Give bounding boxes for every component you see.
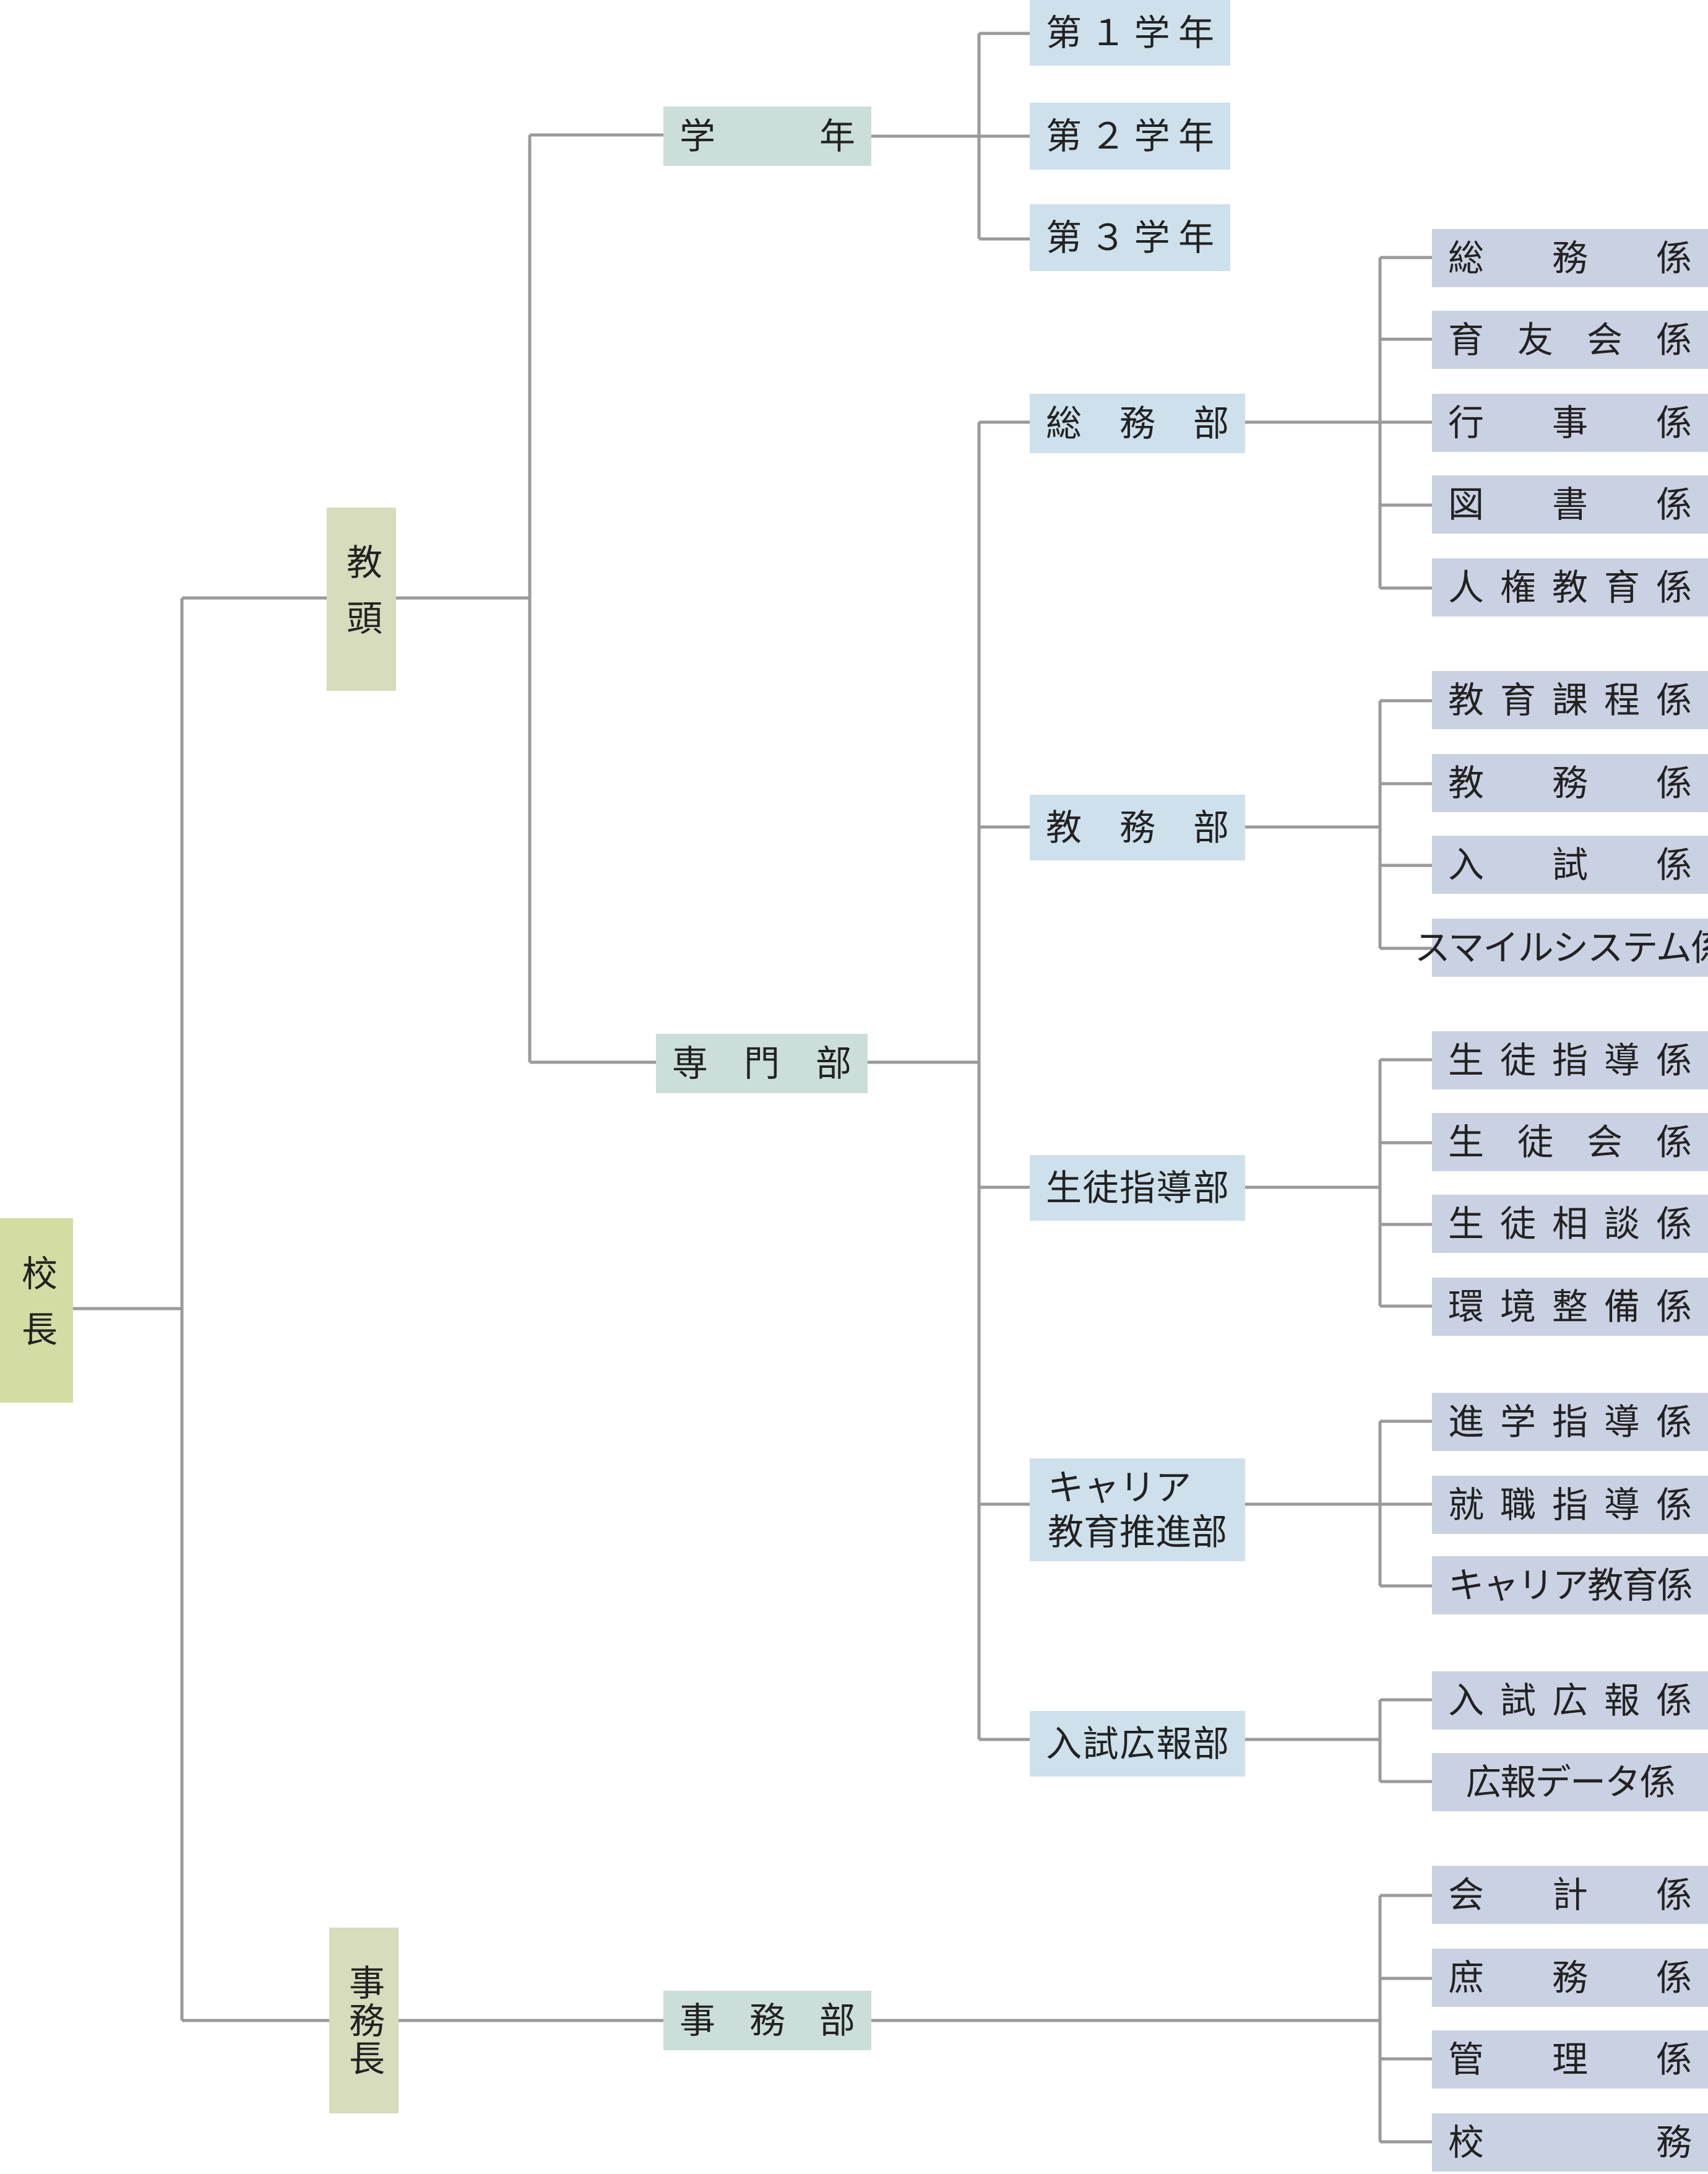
dept-general-affairs-box: 総務部 xyxy=(1030,394,1245,453)
section-label: 生徒会係 xyxy=(1448,1121,1692,1163)
grade-1-box: 第１学年 xyxy=(1030,0,1230,66)
dept-student-guidance-box: 生徒指導部 xyxy=(1030,1155,1245,1221)
section-box: 行事係 xyxy=(1432,394,1708,452)
dept-student-guidance-label: 生徒指導部 xyxy=(1046,1167,1229,1209)
section-label: 図書係 xyxy=(1448,483,1692,526)
office-section-box: 庶務係 xyxy=(1432,1949,1708,2007)
section-box: 就職指導係 xyxy=(1432,1476,1708,1534)
vice-principal-box: 教頭 xyxy=(327,508,396,691)
specialist-box: 専門部 xyxy=(656,1034,868,1093)
office-chief-label: 事務長 xyxy=(343,1964,385,2077)
section-label: 教務係 xyxy=(1448,762,1692,804)
office-section-label: 管理係 xyxy=(1448,2038,1692,2081)
section-box: 入試広報係 xyxy=(1432,1671,1708,1730)
office-section-label: 校務 xyxy=(1448,2121,1692,2163)
section-box: 生徒会係 xyxy=(1432,1113,1708,1171)
section-box: キャリア教育係 xyxy=(1432,1556,1708,1614)
office-section-box: 管理係 xyxy=(1432,2030,1708,2089)
dept-academic-affairs-box: 教務部 xyxy=(1030,795,1245,860)
office-dept-box: 事務部 xyxy=(663,1991,871,2050)
section-label: 行事係 xyxy=(1448,402,1692,444)
office-section-box: 校務 xyxy=(1432,2113,1708,2172)
section-label: 生徒指導係 xyxy=(1448,1039,1692,1081)
office-section-box: 会計係 xyxy=(1432,1866,1708,1924)
grade-2-box: 第２学年 xyxy=(1030,103,1230,170)
section-label: スマイルシステム係 xyxy=(1414,927,1708,969)
section-box: 教育課程係 xyxy=(1432,671,1708,729)
section-label: 総務係 xyxy=(1448,237,1692,279)
dept-academic-affairs-label: 教務部 xyxy=(1046,807,1229,849)
section-box: 広報データ係 xyxy=(1432,1753,1708,1811)
section-box: 教務係 xyxy=(1432,754,1708,812)
section-label: 育友会係 xyxy=(1448,319,1692,361)
section-label: 生徒相談係 xyxy=(1448,1203,1692,1245)
grade-3-label: 第３学年 xyxy=(1046,217,1214,259)
section-label: 広報データ係 xyxy=(1465,1761,1675,1803)
dept-admissions-pr-box: 入試広報部 xyxy=(1030,1711,1245,1777)
office-chief-box: 事務長 xyxy=(329,1928,399,2113)
section-label: 入試広報係 xyxy=(1448,1679,1692,1721)
grade-2-label: 第２学年 xyxy=(1046,115,1214,157)
office-section-label: 庶務係 xyxy=(1448,1957,1692,1999)
section-box: 入試係 xyxy=(1432,836,1708,894)
section-label: 就職指導係 xyxy=(1448,1484,1692,1526)
section-box: 育友会係 xyxy=(1432,311,1708,369)
section-box: 図書係 xyxy=(1432,475,1708,534)
section-box: 環境整備係 xyxy=(1432,1278,1708,1336)
grade-box: 学年 xyxy=(663,106,871,166)
section-label: 進学指導係 xyxy=(1448,1401,1692,1443)
dept-career-education-label: キャリア 教育推進部 xyxy=(1047,1466,1227,1554)
grade-1-label: 第１学年 xyxy=(1046,12,1214,54)
section-box: 総務係 xyxy=(1432,229,1708,287)
grade-label: 学年 xyxy=(679,115,855,157)
section-box: スマイルシステム係 xyxy=(1415,919,1708,977)
section-label: 教育課程係 xyxy=(1448,679,1692,721)
dept-career-education-box: キャリア 教育推進部 xyxy=(1030,1458,1245,1561)
section-box: 生徒指導係 xyxy=(1432,1031,1708,1089)
vice-principal-label: 教頭 xyxy=(340,544,382,655)
section-box: 生徒相談係 xyxy=(1432,1195,1708,1253)
office-dept-label: 事務部 xyxy=(679,1999,855,2042)
section-box: 人権教育係 xyxy=(1432,558,1708,617)
grade-3-box: 第３学年 xyxy=(1030,204,1230,271)
section-label: 環境整備係 xyxy=(1448,1286,1692,1328)
section-label: キャリア教育係 xyxy=(1448,1564,1693,1606)
principal-label: 校長 xyxy=(15,1255,58,1366)
dept-admissions-pr-label: 入試広報部 xyxy=(1046,1723,1229,1765)
principal-box: 校長 xyxy=(0,1218,73,1403)
section-box: 進学指導係 xyxy=(1432,1393,1708,1451)
specialist-label: 専門部 xyxy=(672,1042,852,1085)
office-section-label: 会計係 xyxy=(1448,1874,1692,1916)
dept-general-affairs-label: 総務部 xyxy=(1046,402,1229,444)
section-label: 入試係 xyxy=(1448,844,1692,886)
section-label: 人権教育係 xyxy=(1448,566,1692,608)
